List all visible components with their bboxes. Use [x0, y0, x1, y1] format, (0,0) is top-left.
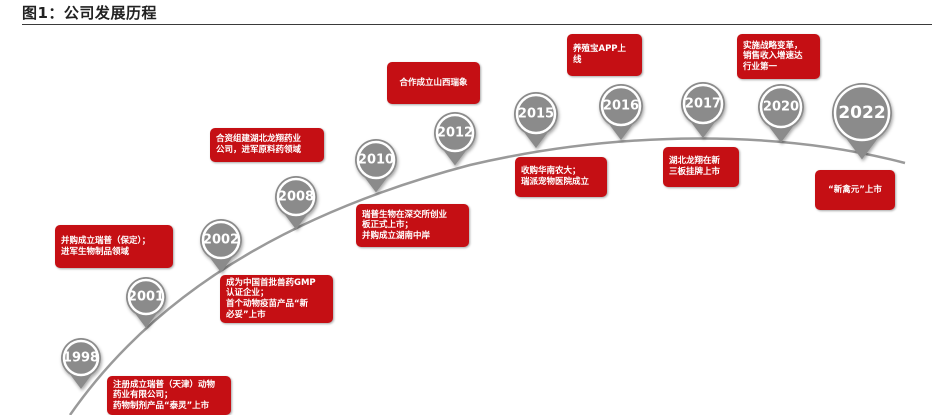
- timeline-curve: [68, 137, 906, 415]
- year-pin-2008: 2008: [275, 175, 317, 230]
- year-pin-1998: 1998: [61, 338, 101, 389]
- pin-ring: [435, 113, 475, 153]
- pin-shape: [514, 92, 558, 149]
- pin-shape: [61, 338, 101, 389]
- pin-ring: [276, 177, 316, 217]
- year-pin-2022: 2022: [832, 82, 893, 160]
- pin-shape: [599, 84, 643, 141]
- pin-ring: [356, 140, 396, 180]
- pin-shape: [681, 82, 726, 139]
- milestone-box-1998: 注册成立瑞普（天津）动物 药业有限公司； 药物制剂产品“泰灵”上市: [107, 376, 231, 415]
- pin-shape: [757, 84, 804, 143]
- milestone-box-2001: 并购成立瑞普（保定）； 进军生物制品领域: [55, 225, 173, 268]
- milestone-box-2020: 实施战略变革， 销售收入增速达 行业第一: [737, 34, 820, 79]
- year-pin-2020: 2020: [757, 84, 804, 143]
- pin-ring: [759, 85, 803, 129]
- pin-shape: [275, 175, 317, 230]
- year-pin-2010: 2010: [355, 139, 397, 193]
- pin-ring: [600, 85, 642, 127]
- pin-ring: [515, 93, 557, 135]
- year-label: 1998: [63, 351, 99, 366]
- year-pin-2016: 2016: [599, 84, 643, 141]
- milestone-box-2017: 湖北龙翔在新 三板挂牌上市: [663, 147, 739, 187]
- year-label: 2001: [128, 290, 164, 305]
- pin-shape: [355, 139, 397, 193]
- year-pin-2012: 2012: [434, 112, 476, 166]
- pin-shape: [832, 82, 893, 160]
- milestone-box-2010: 瑞普生物在深交所创业 板正式上市； 并购成立湖南中岸: [356, 204, 469, 247]
- milestone-box-2015: 收购华南农大； 瑞派宠物医院成立: [515, 157, 607, 197]
- year-pin-2015: 2015: [514, 92, 558, 149]
- pin-shape: [200, 219, 242, 273]
- year-label: 2016: [603, 99, 639, 114]
- pin-ring: [201, 220, 241, 260]
- year-pin-2002: 2002: [200, 219, 242, 273]
- milestone-box-2002: 成为中国首批兽药GMP 认证企业； 首个动物疫苗产品“新 必妥”上市: [220, 275, 333, 323]
- year-label: 2017: [685, 97, 721, 112]
- pin-ring: [682, 83, 724, 125]
- pin-shape: [125, 276, 167, 328]
- year-label: 2022: [838, 103, 885, 123]
- milestone-box-2012: 合作成立山西瑞象: [387, 62, 480, 104]
- milestone-box-2016: 养殖宝APP上 线: [567, 34, 642, 76]
- pin-ring: [833, 84, 891, 142]
- year-label: 2008: [278, 190, 314, 205]
- title-divider: [22, 24, 932, 25]
- milestone-box-2022: “新禽元”上市: [815, 170, 895, 210]
- pin-ring: [62, 339, 100, 377]
- pin-ring: [127, 278, 165, 316]
- pin-shape: [434, 112, 476, 166]
- milestone-box-2008: 合资组建湖北龙翔药业 公司，进军原料药领域: [210, 128, 324, 162]
- year-label: 2010: [358, 153, 394, 168]
- figure-title: 图1：公司发展历程: [22, 4, 157, 22]
- year-label: 2002: [203, 233, 239, 248]
- year-label: 2012: [437, 126, 473, 141]
- year-pin-2001: 2001: [125, 276, 167, 328]
- year-label: 2015: [518, 107, 554, 122]
- year-pin-2017: 2017: [681, 82, 726, 139]
- year-label: 2020: [763, 100, 799, 115]
